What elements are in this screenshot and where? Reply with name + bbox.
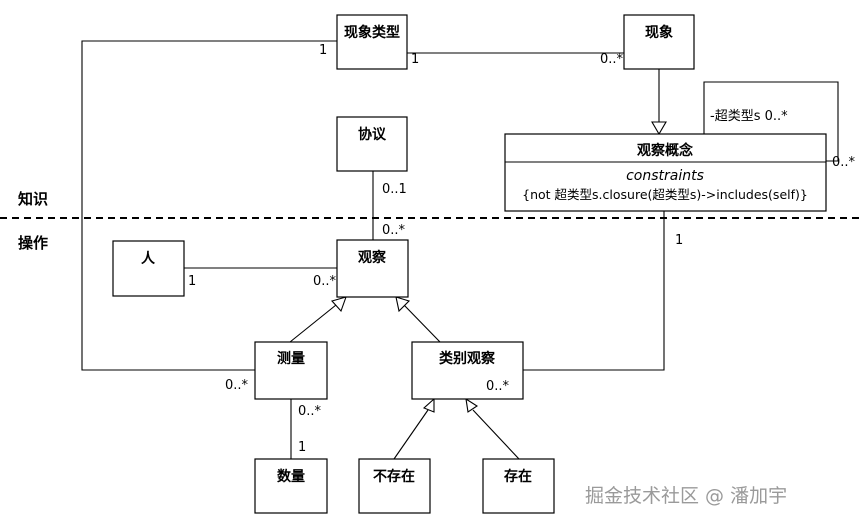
generalization-arrow-icon bbox=[395, 296, 411, 313]
class-name: 观察概念 bbox=[637, 142, 694, 159]
class-observation[interactable]: 观察 bbox=[336, 239, 409, 298]
multiplicity-self-right: 0..* bbox=[832, 155, 856, 170]
measurement-observation-generalization bbox=[289, 304, 337, 343]
class-name: 协议 bbox=[358, 126, 387, 143]
class-name: 现象类型 bbox=[344, 24, 400, 41]
multiplicity-measurement-bottom: 0..* bbox=[298, 404, 322, 419]
class-person[interactable]: 人 bbox=[112, 240, 185, 297]
class-name: 数量 bbox=[277, 468, 305, 485]
multiplicity-measurement-left: 0..* bbox=[225, 378, 249, 393]
concept-category-association bbox=[523, 211, 665, 371]
constraints-stereotype: constraints bbox=[626, 168, 704, 184]
generalization-arrow-icon bbox=[422, 397, 435, 413]
class-name: 测量 bbox=[277, 350, 305, 367]
zone-label-operation: 操作 bbox=[18, 234, 48, 252]
multiplicity-observation-top: 0..* bbox=[382, 223, 406, 238]
generalization-arrow-icon bbox=[465, 397, 479, 413]
category-observation-generalization bbox=[403, 304, 441, 343]
class-name: 不存在 bbox=[373, 468, 415, 485]
class-name: 观察 bbox=[358, 249, 387, 266]
class-present[interactable]: 存在 bbox=[482, 458, 555, 514]
zone-label-knowledge: 知识 bbox=[18, 190, 48, 208]
class-name: 类别观察 bbox=[439, 350, 496, 367]
class-name: 人 bbox=[141, 250, 156, 267]
absent-category-generalization bbox=[393, 409, 429, 460]
constraint-expression: {not 超类型s.closure(超类型s)->includes(self)} bbox=[522, 187, 808, 202]
multiplicity-type-right: 1 bbox=[411, 52, 419, 67]
class-protocol[interactable]: 协议 bbox=[336, 116, 408, 172]
concept-self-association bbox=[703, 81, 839, 162]
multiplicity-category-right: 0..* bbox=[486, 379, 510, 394]
class-observation-concept[interactable]: 观察概念 constraints {not 超类型s.closure(超类型s)… bbox=[504, 133, 827, 212]
class-name: 存在 bbox=[504, 468, 532, 485]
class-category-observation[interactable]: 类别观察 bbox=[411, 341, 524, 400]
multiplicity-person-right: 1 bbox=[188, 274, 196, 289]
present-category-generalization bbox=[472, 409, 520, 460]
generalization-arrow-icon bbox=[651, 121, 667, 136]
type-measurement-association bbox=[81, 40, 337, 371]
class-phenomenon-type[interactable]: 现象类型 bbox=[336, 14, 408, 70]
generalization-arrow-icon bbox=[331, 296, 347, 313]
class-name: 现象 bbox=[645, 24, 673, 41]
class-phenomenon[interactable]: 现象 bbox=[623, 14, 695, 70]
class-quantity[interactable]: 数量 bbox=[254, 458, 328, 514]
watermark-text: 掘金技术社区 @ 潘加宇 bbox=[585, 485, 787, 507]
multiplicity-protocol-bottom: 0..1 bbox=[382, 182, 407, 197]
multiplicity-observation-left: 0..* bbox=[313, 274, 337, 289]
multiplicity-phenomenon-left: 0..* bbox=[600, 52, 624, 67]
supertype-role-label: -超类型s 0..* bbox=[710, 109, 788, 124]
multiplicity-type-left: 1 bbox=[319, 43, 327, 58]
class-absent[interactable]: 不存在 bbox=[358, 458, 431, 514]
multiplicity-concept-bottom: 1 bbox=[675, 233, 683, 248]
multiplicity-quantity-top: 1 bbox=[298, 440, 306, 455]
class-measurement[interactable]: 测量 bbox=[254, 341, 328, 400]
